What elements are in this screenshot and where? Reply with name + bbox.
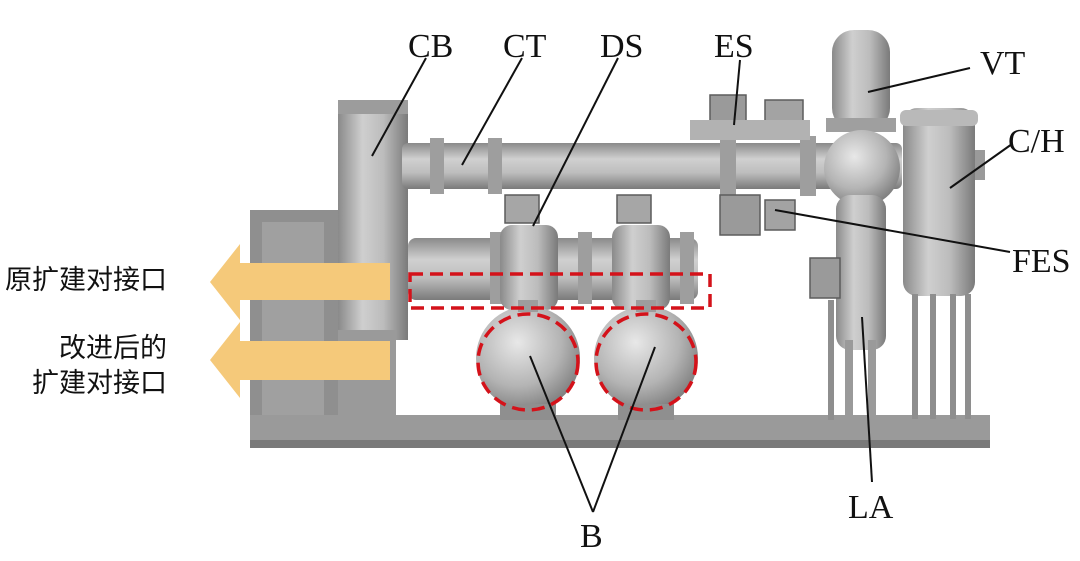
label-fes: FES — [1012, 243, 1071, 280]
ds-unit-2 — [612, 225, 670, 310]
b-sphere-2 — [594, 306, 698, 410]
leader-ct — [461, 57, 523, 166]
leader-cb — [371, 57, 427, 157]
cb-column — [338, 100, 408, 340]
vt-tee-sphere — [824, 130, 900, 206]
label-vt: VT — [980, 45, 1026, 82]
original-interface-arrow — [210, 244, 390, 320]
leader-ds — [532, 57, 619, 227]
improved-interface-arrow — [210, 322, 390, 398]
equipment-body — [250, 30, 990, 448]
ds-unit-1 — [500, 225, 558, 310]
ct-drive — [719, 194, 761, 236]
leader-vt — [867, 67, 971, 93]
leader-es — [733, 59, 741, 126]
label-b: B — [580, 518, 603, 555]
ch-body — [903, 108, 975, 296]
label-ch: C/H — [1008, 123, 1065, 160]
vt-body — [832, 30, 890, 130]
la-column — [836, 195, 886, 350]
leader-b-2 — [592, 346, 656, 513]
leader-la — [861, 316, 873, 483]
b-sphere-1-highlight — [476, 312, 580, 412]
improved-interface-label-line2: 扩建对接口 — [32, 368, 167, 399]
label-cb: CB — [408, 28, 453, 65]
leader-lines — [371, 57, 1013, 513]
leader-b-1 — [529, 355, 594, 513]
interface-arrows — [210, 244, 390, 398]
highlight-markers — [408, 272, 712, 412]
upper-bus-pipe — [402, 143, 902, 189]
label-la: LA — [848, 489, 894, 526]
b-sphere-2-highlight — [594, 312, 698, 412]
label-es: ES — [714, 28, 754, 65]
arrow-labels: 原扩建对接口 改进后的 扩建对接口 — [5, 265, 167, 399]
component-labels: CB CT DS ES VT C/H FES LA B — [408, 28, 1071, 555]
label-ds: DS — [600, 28, 643, 65]
label-ct: CT — [503, 28, 547, 65]
original-interface-label: 原扩建对接口 — [5, 265, 167, 296]
leader-ch — [949, 143, 1013, 189]
leader-fes — [774, 209, 1011, 253]
b-sphere-1 — [476, 306, 580, 410]
improved-interface-highlight — [408, 272, 712, 310]
improved-interface-label-line1: 改进后的 — [59, 333, 167, 364]
